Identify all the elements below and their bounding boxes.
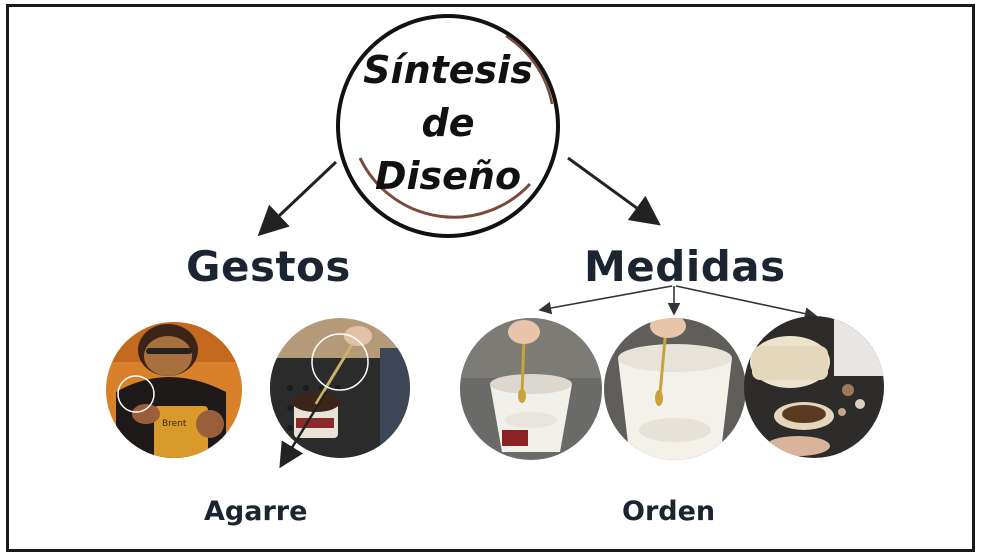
title-circle bbox=[336, 14, 560, 238]
caption-agarre: Agarre bbox=[204, 496, 308, 527]
title-line-3: Diseño bbox=[374, 154, 522, 198]
title-line-2: de bbox=[421, 101, 475, 145]
photo-person-holding-cup: Brent bbox=[106, 322, 242, 458]
heading-medidas: Medidas bbox=[584, 242, 786, 291]
photo-spoon-in-paper-cup-2 bbox=[604, 318, 746, 460]
title-line-1: Síntesis bbox=[363, 48, 533, 92]
photo-container-and-cup bbox=[744, 316, 884, 458]
photo-spoon-in-cup-top-view bbox=[270, 318, 410, 458]
svg-text:Brent: Brent bbox=[162, 419, 187, 429]
photo-spoon-in-paper-cup-1 bbox=[460, 318, 602, 460]
diagram-title: Síntesis de Diseño bbox=[348, 44, 548, 203]
caption-orden: Orden bbox=[622, 496, 716, 527]
heading-gestos: Gestos bbox=[186, 242, 351, 291]
title-accent-arc bbox=[358, 34, 554, 219]
